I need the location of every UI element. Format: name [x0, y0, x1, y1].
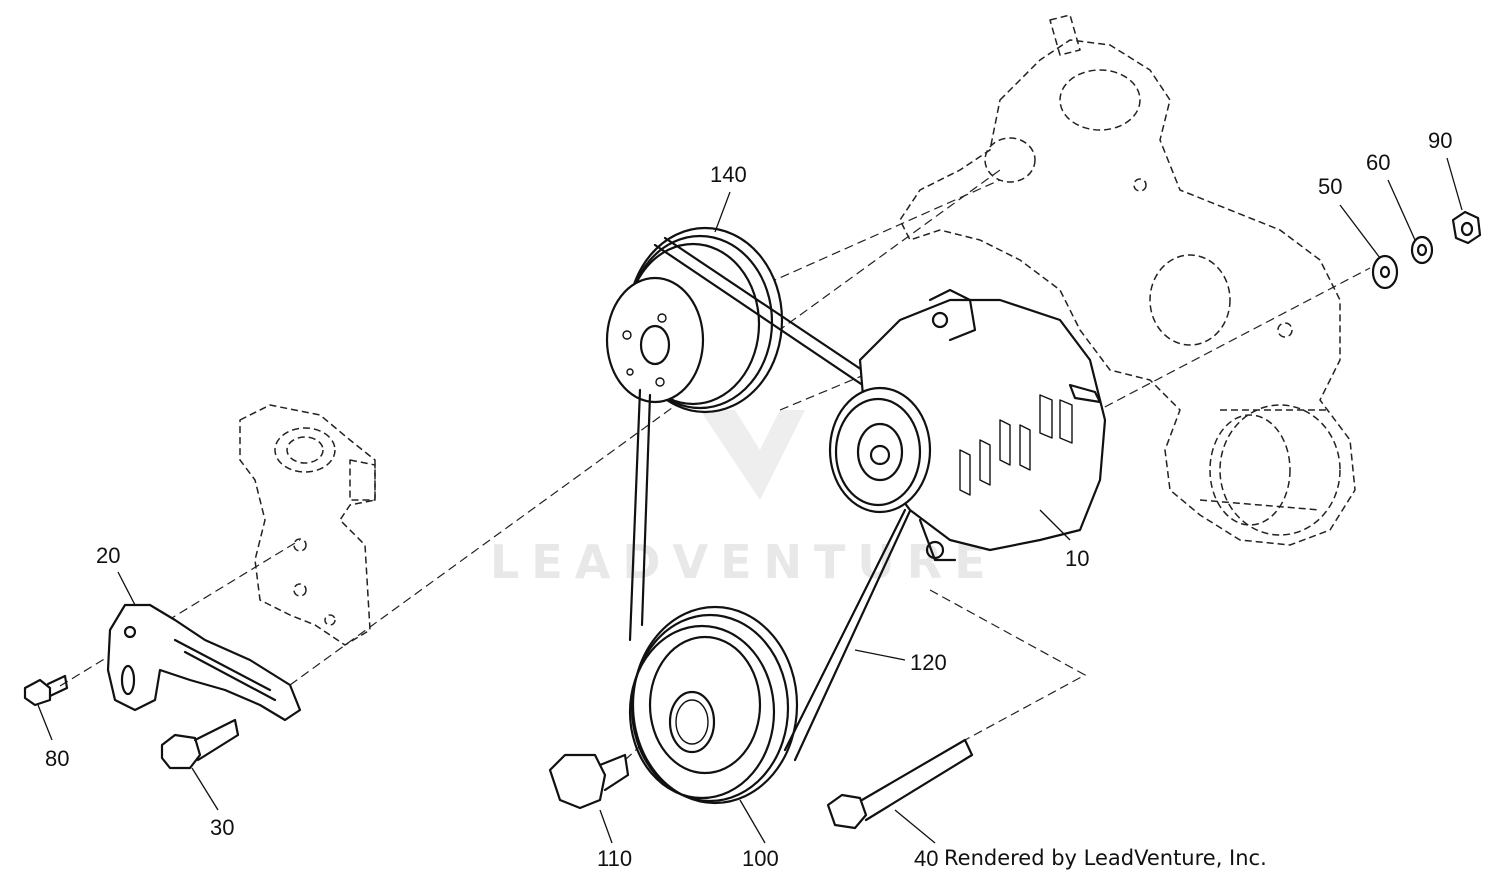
label-60: 60 — [1366, 150, 1390, 175]
label-30: 30 — [210, 815, 234, 840]
label-140: 140 — [710, 162, 747, 187]
label-40: 40 — [914, 846, 938, 871]
fan-pulley — [605, 226, 784, 414]
spring-washer — [1410, 235, 1434, 265]
bolt — [160, 718, 240, 770]
pulley-bolt — [548, 753, 630, 810]
v-belt — [628, 236, 917, 762]
watermark-logo — [700, 410, 805, 500]
label-120: 120 — [910, 650, 947, 675]
engine-block-ghost — [899, 14, 1356, 546]
assembly-lines — [59, 169, 1371, 761]
label-110: 110 — [597, 846, 632, 871]
label-10: 10 — [1065, 546, 1089, 571]
small-bolt — [23, 674, 69, 707]
label-100: 100 — [742, 846, 779, 871]
stay-bracket — [106, 603, 302, 722]
watermark: LEADVENTURE — [490, 410, 998, 589]
part-labels: 140 20 10 120 50 60 90 80 30 110 100 40 — [45, 128, 1452, 871]
nut — [1451, 210, 1482, 245]
label-90: 90 — [1428, 128, 1452, 153]
long-bolt — [826, 738, 974, 830]
label-50: 50 — [1318, 174, 1342, 199]
washer — [1371, 254, 1399, 290]
label-80: 80 — [45, 746, 69, 771]
watermark-text: LEADVENTURE — [490, 535, 998, 589]
render-credit: Rendered by LeadVenture, Inc. — [944, 846, 1267, 870]
leader-lines — [37, 157, 1463, 844]
alternator — [828, 288, 1107, 562]
water-flange-ghost — [239, 404, 376, 646]
crank-pulley — [628, 605, 799, 805]
label-20: 20 — [96, 543, 120, 568]
